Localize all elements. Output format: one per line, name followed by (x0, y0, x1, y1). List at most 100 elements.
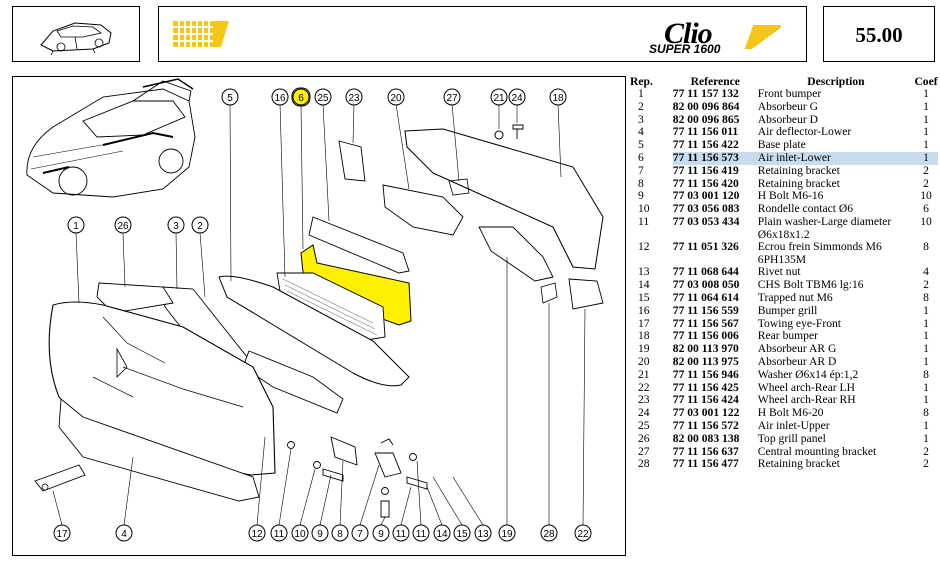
cell-rep: 4 (628, 126, 673, 139)
rep-text: 3 (638, 112, 644, 126)
desc-text: Air inlet-Lower (757, 150, 831, 164)
rep-text: 27 (638, 444, 650, 458)
coef-text: 10 (920, 189, 932, 203)
cell-ref: 77 11 156 477 (673, 457, 758, 471)
callout-label: 9 (378, 529, 384, 540)
cell-rep: 20 (628, 355, 673, 369)
rep-text: 13 (638, 265, 650, 279)
coef-text: 10 (920, 214, 932, 228)
cell-coef: 1 (914, 138, 938, 152)
cell-ref: 77 03 053 434 (673, 215, 758, 241)
cell-ref: 82 00 096 864 (673, 100, 758, 114)
cell-rep: 16 (628, 304, 673, 318)
body-shell-thumbnail (12, 6, 140, 62)
cell-rep: 7 (628, 163, 673, 178)
logo-accent (744, 25, 782, 49)
stripes-logo-icon (173, 21, 229, 47)
cell-rep: 2 (628, 100, 673, 114)
callout-label: 14 (436, 529, 448, 540)
cell-ref: 77 11 156 422 (673, 138, 758, 152)
rep-text: 17 (638, 316, 650, 330)
desc-text: Wheel arch-Rear LH (757, 380, 855, 394)
desc-text: Absorbeur AR D (757, 354, 837, 368)
ref-text: 82 00 113 970 (672, 342, 739, 356)
car-icon (26, 78, 196, 198)
rep-text: 12 (638, 240, 650, 254)
cell-rep: 23 (628, 394, 673, 407)
cell-ref: 77 11 156 424 (673, 394, 758, 407)
cell-ref: 77 03 056 083 (673, 202, 758, 216)
coef-text: 2 (923, 278, 929, 292)
super1600-logo: SUPER 1600 (649, 42, 721, 56)
cell-coef: 2 (914, 278, 938, 292)
cell-desc: Trapped nut M6 (758, 291, 914, 305)
desc-text: Retaining bracket (757, 176, 840, 190)
cell-coef: 8 (914, 291, 938, 305)
cell-desc: Rondelle contact Ø6 (758, 202, 914, 216)
cell-desc: Front bumper (758, 87, 914, 101)
header-reference: Reference (690, 74, 740, 88)
ref-text: 82 00 083 138 (672, 431, 740, 445)
cell-rep: 14 (628, 278, 673, 292)
cell-desc: Top grill panel (758, 432, 914, 446)
cell-rep: 12 (628, 240, 673, 266)
rep-text: 6 (638, 150, 644, 164)
ref-text: 77 11 156 572 (672, 418, 739, 432)
cell-desc: Air inlet-Upper (757, 418, 914, 433)
rep-text: 14 (638, 278, 650, 292)
coef-text: 6 (923, 202, 929, 216)
desc-text: Rivet nut (757, 265, 801, 279)
body-shell-icon (40, 22, 112, 56)
cell-desc: Base plate (758, 138, 914, 152)
cell-rep: 25 (628, 419, 673, 433)
rep-text: 10 (638, 202, 650, 216)
desc-text: Plain washer-Large diameter (757, 214, 892, 228)
ref-text: 77 11 156 419 (672, 163, 739, 177)
cell-ref: 77 11 156 006 (673, 330, 758, 343)
callout-label: 12 (251, 529, 263, 540)
ref-text: 77 11 156 425 (672, 380, 739, 394)
desc-text: H Bolt M6-20 (757, 406, 824, 420)
cell-desc: Absorbeur AR D (757, 354, 914, 369)
cell-ref: 77 11 051 326 (673, 240, 758, 266)
rep-text: 7 (638, 163, 644, 177)
cell-desc: Air deflector-Lower (758, 126, 914, 139)
rep-text: 4 (638, 125, 644, 139)
desc-text: Air inlet-Upper (757, 418, 830, 432)
cell-desc: Washer Ø6x14 ép:1,2 (758, 368, 914, 382)
desc-text: Central mounting bracket (757, 444, 877, 458)
coef-text: 2 (923, 444, 929, 458)
cell-coef: 10 (914, 214, 938, 241)
cell-desc: Absorbeur AR G (758, 342, 914, 356)
desc-text: Ecrou frein Simmonds M6 (757, 240, 882, 254)
cell-desc: Wheel arch-Rear RH (758, 394, 914, 407)
